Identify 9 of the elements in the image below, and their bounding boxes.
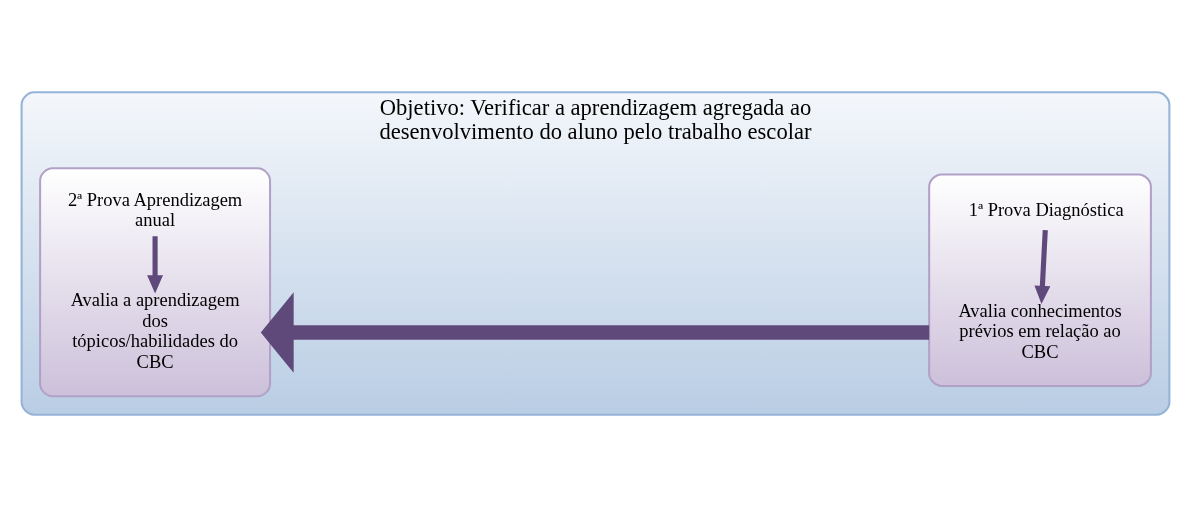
arrow — [146, 236, 163, 294]
node-text: Avalia conhecimentos prévios em relação ao CBC — [957, 300, 1122, 362]
node-text: 1ª Prova Diagnóstica — [968, 199, 1124, 220]
arrow — [260, 292, 929, 373]
node-text: Avalia a aprendizagem dos tópicos/habilidades do CBC — [70, 290, 240, 372]
cluster — [38, 167, 271, 398]
cluster — [927, 173, 1152, 387]
arrow — [1033, 229, 1050, 304]
node-text: 2ª Prova Aprendizagem anual — [67, 189, 242, 231]
